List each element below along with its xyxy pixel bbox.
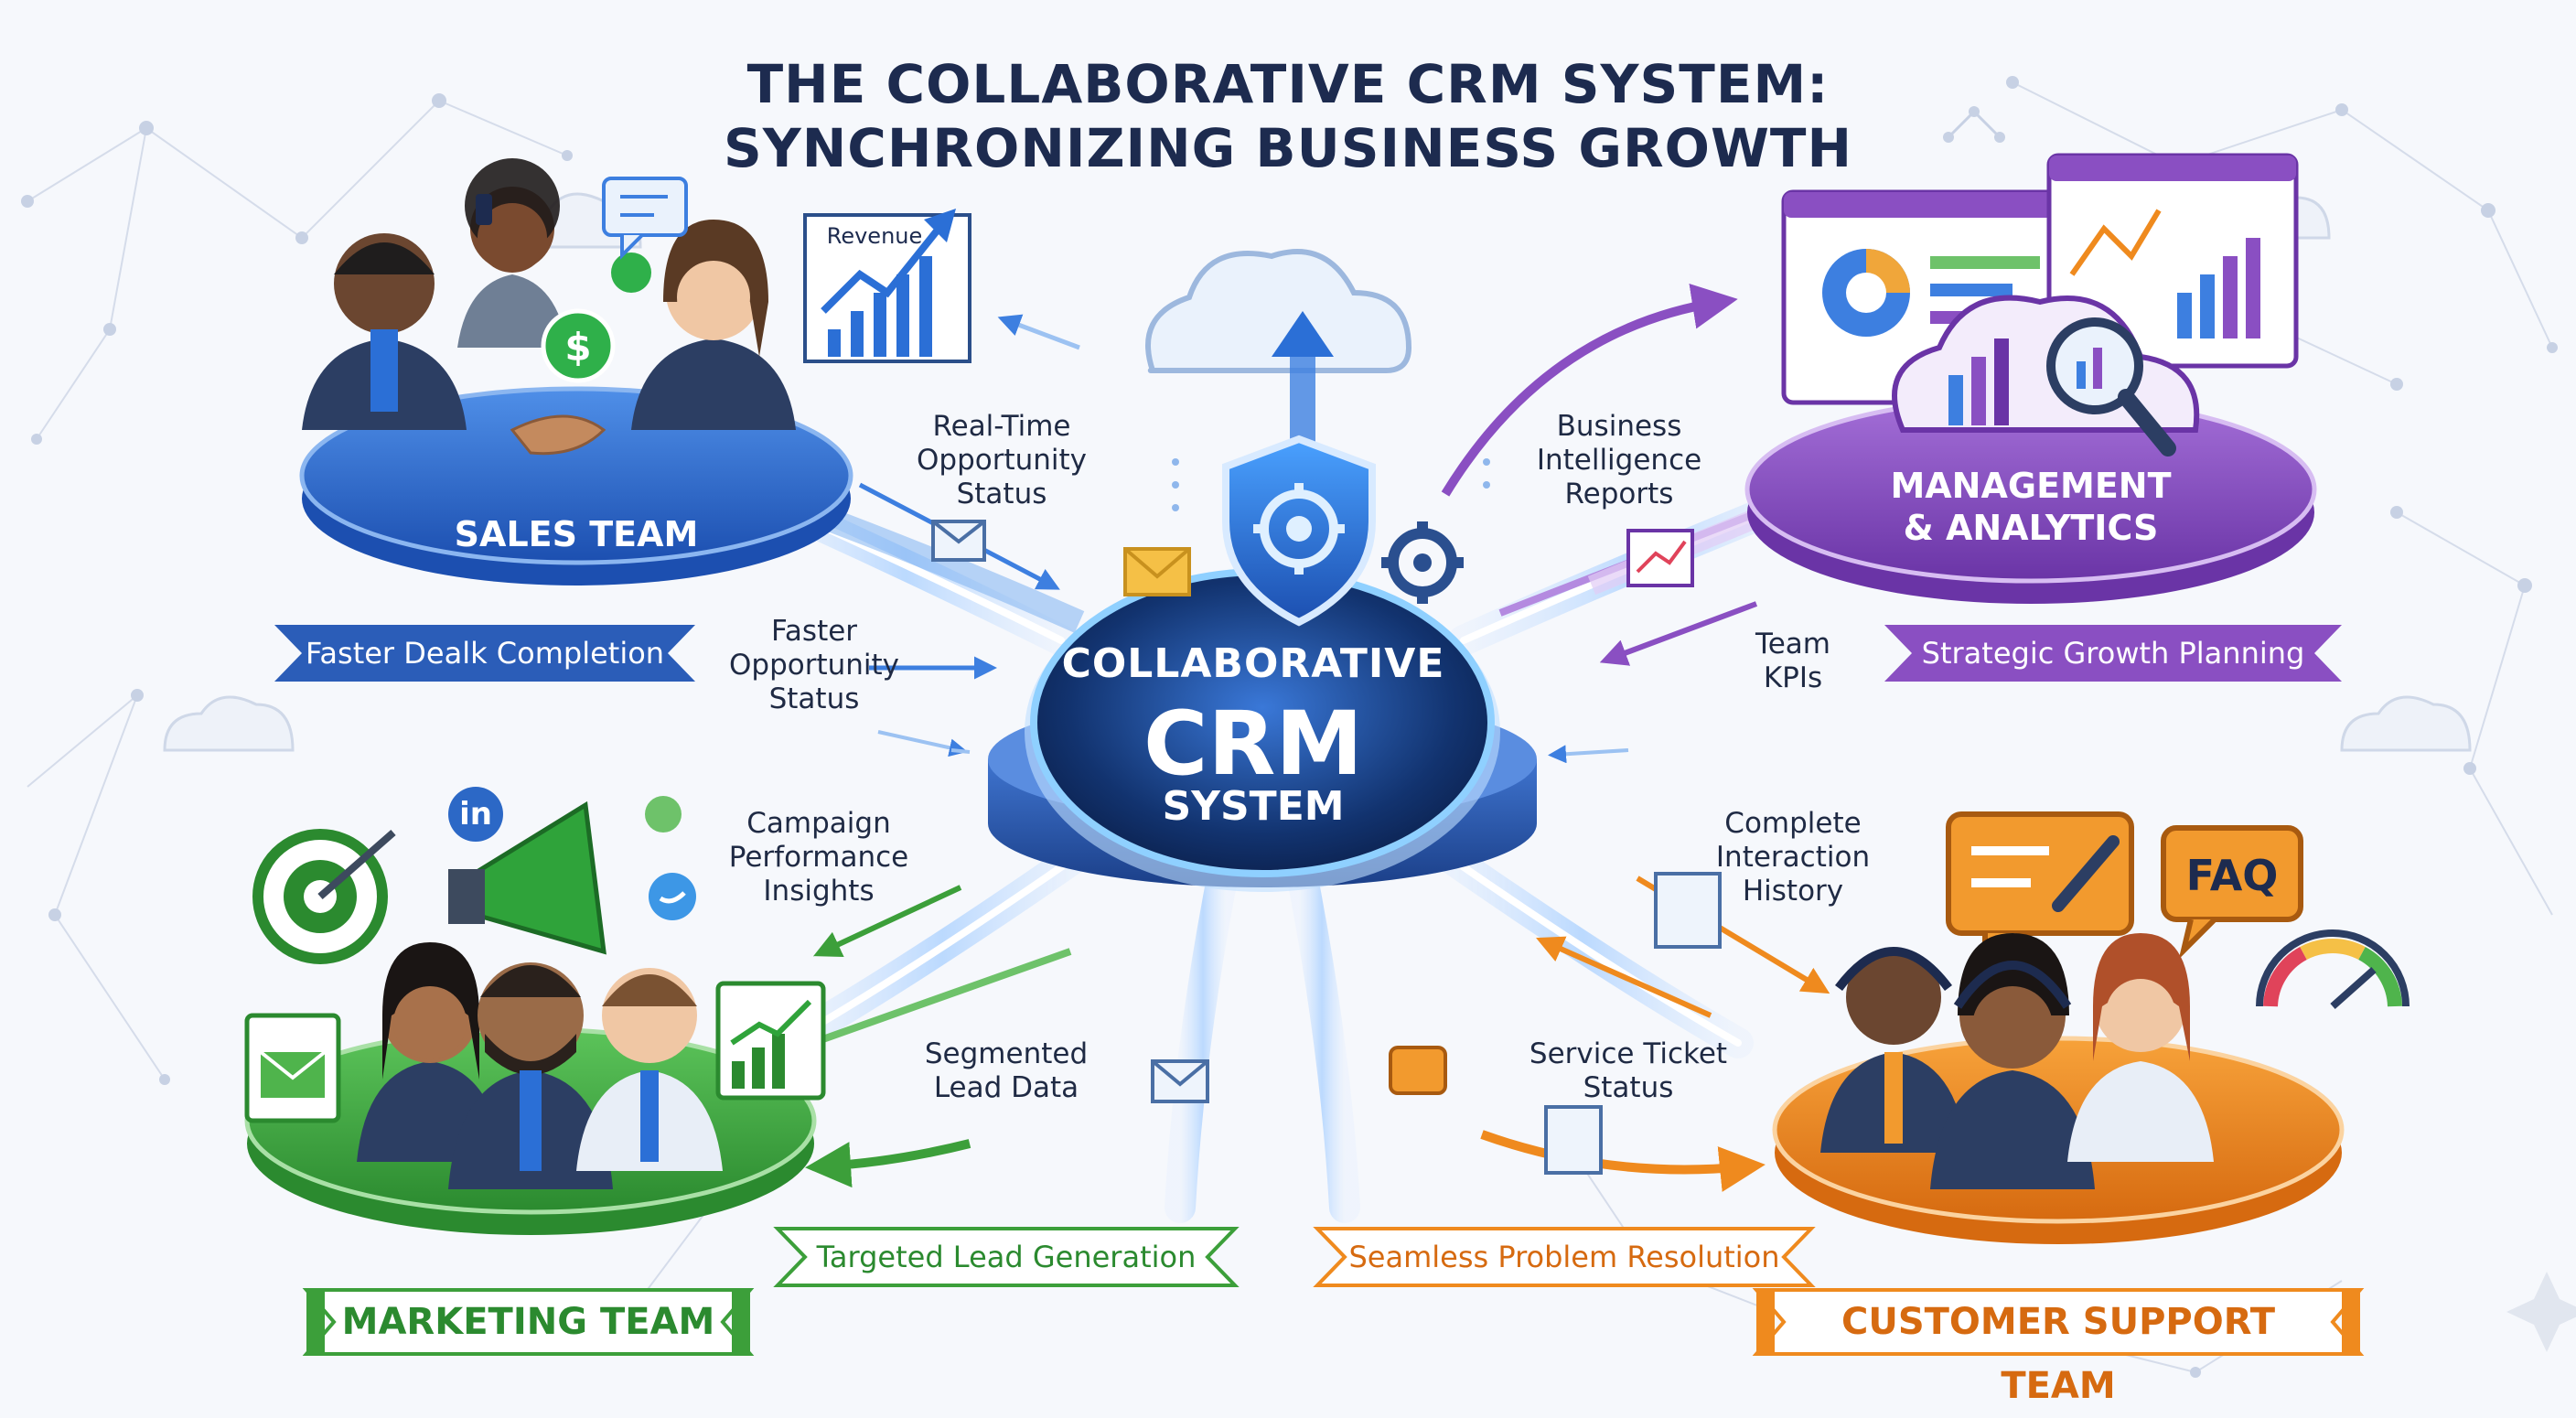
share-icon [645, 796, 682, 833]
envelope-icon [931, 520, 986, 562]
flow-text: Faster [770, 615, 858, 648]
management-label-line-1: MANAGEMENT [1890, 466, 2172, 506]
flow-text: Status [768, 682, 860, 715]
support-benefit-ribbon: Seamless Problem Resolution [1348, 1240, 1780, 1274]
target-icon [252, 829, 396, 964]
faq-bubble-icon [2161, 825, 2303, 960]
linkedin-label: in [459, 796, 492, 833]
cloud-icon [1145, 249, 1412, 373]
support-agent-right [2067, 933, 2214, 1162]
flow-text: Business [1556, 410, 1682, 443]
faq-label: FAQ [2185, 851, 2279, 900]
flow-label-ticket: Service Ticket Status [1500, 1037, 1756, 1105]
hub-title-line-2: CRM [1143, 693, 1363, 795]
support-agent-center [1930, 933, 2095, 1189]
flow-label-campaign: Campaign Performance Insights [691, 807, 947, 908]
report-icon [1626, 529, 1694, 587]
shield-icon [1222, 435, 1376, 627]
growth-chart-icon [715, 981, 826, 1101]
flow-text: Segmented [924, 1037, 1089, 1070]
chat-bubble-icon [602, 177, 688, 260]
marketing-team-label: MARKETING TEAM [341, 1301, 715, 1343]
flow-text: Performance [728, 841, 909, 874]
flow-text: Team [1755, 628, 1830, 661]
flow-label-realtime: Real-Time Opportunity Status [874, 410, 1130, 511]
twitter-icon [649, 873, 696, 920]
marketing-person-right [576, 968, 723, 1171]
management-label-line-2: & ANALYTICS [1903, 508, 2159, 548]
flow-text: Real-Time [932, 410, 1071, 443]
page-title-line-2: SYNCHRONIZING BUSINESS GROWTH [723, 117, 1853, 179]
management-team-label: MANAGEMENT & ANALYTICS [1866, 465, 2195, 549]
linkedin-icon [448, 787, 503, 842]
flow-label-bi-reports: Business Intelligence Reports [1491, 410, 1747, 511]
flow-text: Opportunity [728, 649, 900, 682]
gear-icon [1381, 521, 1464, 604]
flow-text: Lead Data [933, 1071, 1079, 1104]
flow-label-faster: Faster Opportunity Status [686, 615, 942, 716]
sales-benefit-ribbon: Faster Dealk Completion [305, 636, 665, 671]
sales-team-label: SALES TEAM [454, 514, 699, 554]
dollar-symbol: $ [564, 325, 592, 370]
envelope-icon [1123, 547, 1191, 596]
support-agent-left [1820, 947, 1967, 1153]
support-team-label: CUSTOMER SUPPORT TEAM [1841, 1301, 2275, 1407]
marketing-benefit-ribbon: Targeted Lead Generation [816, 1240, 1197, 1274]
flow-text: History [1742, 875, 1844, 908]
envelope-icon [1151, 1059, 1209, 1103]
management-benefit-ribbon: Strategic Growth Planning [1921, 636, 2305, 671]
sales-person-right [631, 220, 796, 430]
hub-title-line-3: SYSTEM [1162, 783, 1345, 830]
handshake-icon [510, 414, 606, 456]
flow-text: Interaction [1715, 841, 1871, 874]
hub-title-line-1: COLLABORATIVE [1061, 640, 1445, 687]
flow-text: Intelligence [1536, 444, 1702, 477]
flow-label-segmented: Segmented Lead Data [878, 1037, 1134, 1105]
magnifier-icon [2046, 317, 2176, 457]
flow-text: Campaign [746, 807, 891, 840]
flow-text: Complete [1724, 807, 1862, 840]
sales-person-left [302, 233, 467, 430]
megaphone-icon [448, 800, 606, 955]
page-title-line-1: THE COLLABORATIVE CRM SYSTEM: [746, 53, 1830, 115]
flow-text: Reports [1564, 478, 1674, 510]
gauge-icon [2256, 929, 2410, 1009]
flow-label-team-kpis: Team KPIs [1711, 628, 1875, 695]
revenue-chart-icon [803, 209, 971, 363]
flow-text: Status [1583, 1071, 1674, 1104]
flow-text: Service Ticket [1529, 1037, 1728, 1070]
flow-label-interaction: Complete Interaction History [1665, 807, 1921, 908]
dollar-badge-icon [541, 252, 651, 383]
phone-icon [476, 194, 492, 225]
flow-text: Status [956, 478, 1047, 510]
flow-text: Insights [763, 875, 875, 908]
email-window-icon [244, 1013, 341, 1123]
ticket-doc-icon [1389, 872, 1722, 1175]
marketing-person-center [448, 962, 613, 1189]
flow-text: Opportunity [916, 444, 1088, 477]
revenue-chart-label: Revenue [826, 223, 923, 249]
flow-text: KPIs [1763, 661, 1823, 694]
